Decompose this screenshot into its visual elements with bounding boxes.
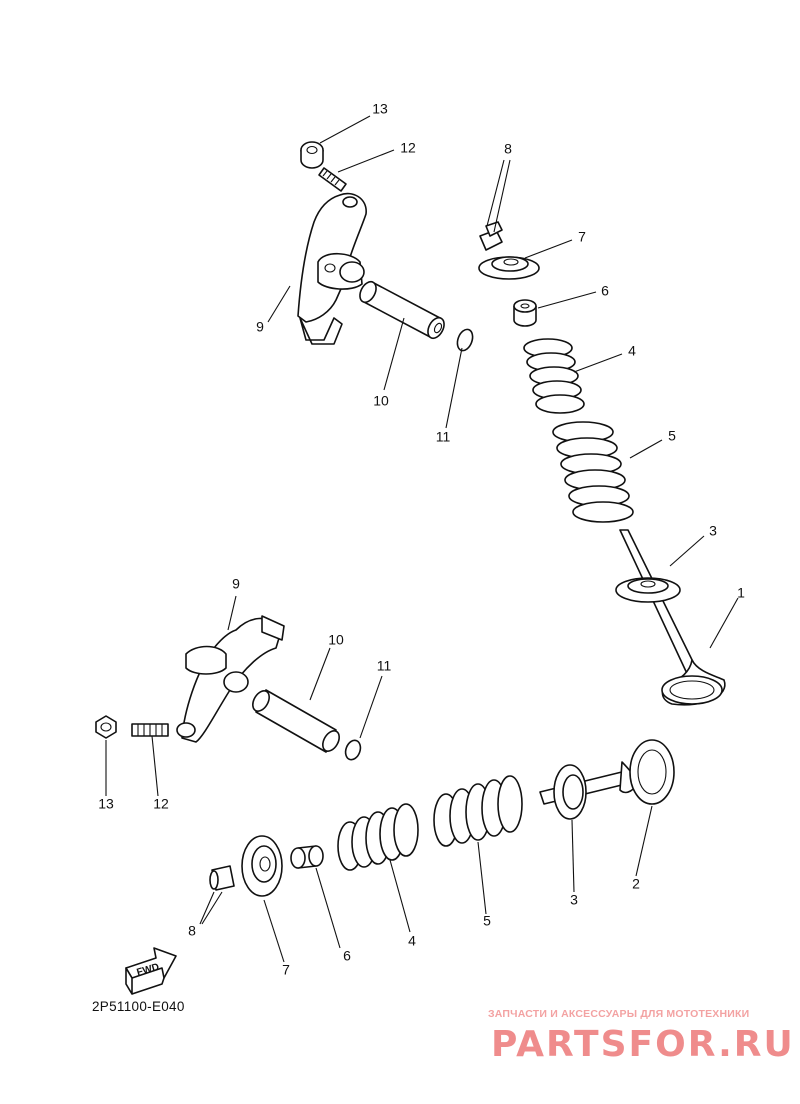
- rocker-arm-9-upper: [297, 192, 367, 345]
- callout-5-upper: 5: [668, 428, 676, 444]
- callout-12-middle: 12: [153, 796, 169, 812]
- spring-seat-3-lower: [553, 764, 587, 820]
- stem-seal-6-upper: [513, 299, 537, 327]
- watermark-tagline: ЗАПЧАСТИ И АКСЕССУАРЫ ДЛЯ МОТОТЕХНИКИ: [488, 1008, 750, 1020]
- inner-spring-4-lower: [337, 803, 419, 871]
- callout-9-middle: 9: [232, 576, 240, 592]
- callout-8-lower: 8: [188, 923, 196, 939]
- leader-lines: [105, 115, 739, 963]
- callout-12-upper: 12: [400, 140, 416, 156]
- valve-cotter-8-lower: [209, 865, 235, 891]
- adjusting-screw-12-middle: [131, 723, 169, 737]
- callout-11-middle: 11: [377, 658, 392, 674]
- callout-10-upper: 10: [373, 393, 389, 409]
- inner-spring-4-upper: [523, 338, 585, 414]
- fwd-arrow-icon: FWD: [125, 947, 177, 995]
- callouts-lower: 8 7 6 4 5 3 2: [188, 876, 640, 978]
- callout-4-lower: 4: [408, 933, 416, 949]
- callout-4-upper: 4: [628, 343, 636, 359]
- callout-13-upper: 13: [372, 101, 388, 117]
- spring-retainer-7-lower: [241, 835, 283, 897]
- outer-spring-5-upper: [552, 421, 634, 523]
- callout-13-middle: 13: [98, 796, 114, 812]
- stem-seal-6-lower: [290, 845, 324, 869]
- callouts-upper: 13 12 8 7 6 4 5 3 1 9 10 11: [256, 101, 745, 601]
- callouts-middle: 9 10 11 13 12: [98, 576, 391, 812]
- callout-7-upper: 7: [578, 229, 586, 245]
- nut-13-upper: [300, 141, 324, 169]
- callout-3-upper: 3: [709, 523, 717, 539]
- valve-cotter-8-upper: [479, 221, 503, 251]
- callout-5-lower: 5: [483, 913, 491, 929]
- spring-retainer-7-upper: [478, 256, 540, 280]
- callout-2-lower: 2: [632, 876, 640, 892]
- adjusting-screw-12-upper: [318, 167, 347, 192]
- callout-7-lower: 7: [282, 962, 290, 978]
- nut-13-middle: [95, 715, 117, 739]
- drawing-code: 2P51100-E040: [92, 999, 185, 1014]
- callout-6-lower: 6: [343, 948, 351, 964]
- watermark-logo: PARTSFOR.RU: [491, 1024, 795, 1065]
- callout-11-upper: 11: [436, 429, 451, 445]
- valve-1-upper: [619, 529, 726, 706]
- callout-10-middle: 10: [328, 632, 344, 648]
- o-ring-11-middle: [344, 739, 362, 761]
- callout-8-upper: 8: [504, 141, 512, 157]
- rocker-shaft-10-middle: [252, 689, 340, 753]
- callout-3-lower: 3: [570, 892, 578, 908]
- rocker-shaft-10-upper: [359, 280, 445, 340]
- callout-1-upper: 1: [737, 585, 745, 601]
- o-ring-11-upper: [456, 328, 474, 352]
- outer-spring-5-lower: [433, 775, 523, 847]
- callout-9-upper: 9: [256, 319, 264, 335]
- rocker-arm-9-middle: [176, 615, 285, 743]
- callout-6-upper: 6: [601, 283, 609, 299]
- spring-seat-3-upper: [615, 577, 681, 603]
